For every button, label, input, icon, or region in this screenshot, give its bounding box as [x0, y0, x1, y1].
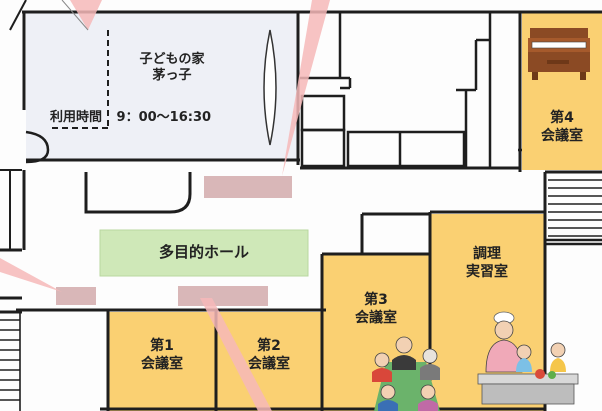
stairs-right: [548, 179, 602, 237]
room-2-label: 第2 会議室: [216, 338, 322, 373]
left-diagonal-wall: [9, 0, 27, 31]
room-3-label-line1: 第3: [364, 292, 388, 308]
room-1-area: [108, 312, 216, 411]
hall-label-box: [99, 229, 309, 277]
kids-room-area: [26, 12, 298, 160]
cooking-class-icon: [477, 311, 579, 405]
stairs-left: [0, 312, 21, 411]
kids-room-hours: 利用時間 9：00〜16:30: [50, 110, 270, 126]
room-2-label-line1: 第2: [257, 338, 281, 354]
door-mat-hall-center: [178, 286, 268, 306]
room-3-label: 第3 会議室: [322, 292, 430, 327]
kids-room-partition: [52, 30, 109, 129]
door-mat-kids: [204, 176, 292, 198]
door-mat-hall-left: [56, 287, 96, 305]
cooking-room-label-line2: 実習室: [466, 263, 508, 280]
callout-line-kids: [61, 0, 89, 31]
hours-label: 利用時間: [50, 110, 103, 125]
cooking-room-label: 調理 実習室: [430, 246, 544, 281]
cooking-room-label-line1: 調理: [473, 246, 501, 262]
left-edge-walls: [0, 169, 22, 250]
interior-walls: [300, 12, 602, 246]
room-1-label: 第1 会議室: [108, 338, 216, 373]
kids-room-window: [263, 29, 277, 146]
room-4-label-line2: 会議室: [541, 127, 583, 144]
room-4-label-line1: 第4: [550, 110, 574, 126]
walls: [0, 10, 602, 411]
piano-icon: [528, 28, 590, 80]
kids-room-bench: [25, 130, 50, 164]
room-1-label-line2: 会議室: [141, 355, 183, 372]
room-2-label-line2: 会議室: [248, 355, 290, 372]
room-4-label: 第4 会議室: [522, 110, 602, 145]
hall-label: 多目的ホール: [158, 243, 249, 261]
room-3-label-line2: 会議室: [355, 309, 397, 326]
reception-counter: [84, 172, 192, 214]
room-1-label-line1: 第1: [150, 338, 174, 354]
kids-room-name-line2: 茅っ子: [152, 68, 192, 84]
kids-room-name: 子どもの家 茅っ子: [130, 52, 214, 85]
callout-pointers: [0, 0, 330, 411]
meeting-people-icon: [372, 336, 440, 411]
hours-value: 9：00〜16:30: [116, 110, 212, 125]
kids-room-name-line1: 子どもの家: [139, 52, 205, 67]
